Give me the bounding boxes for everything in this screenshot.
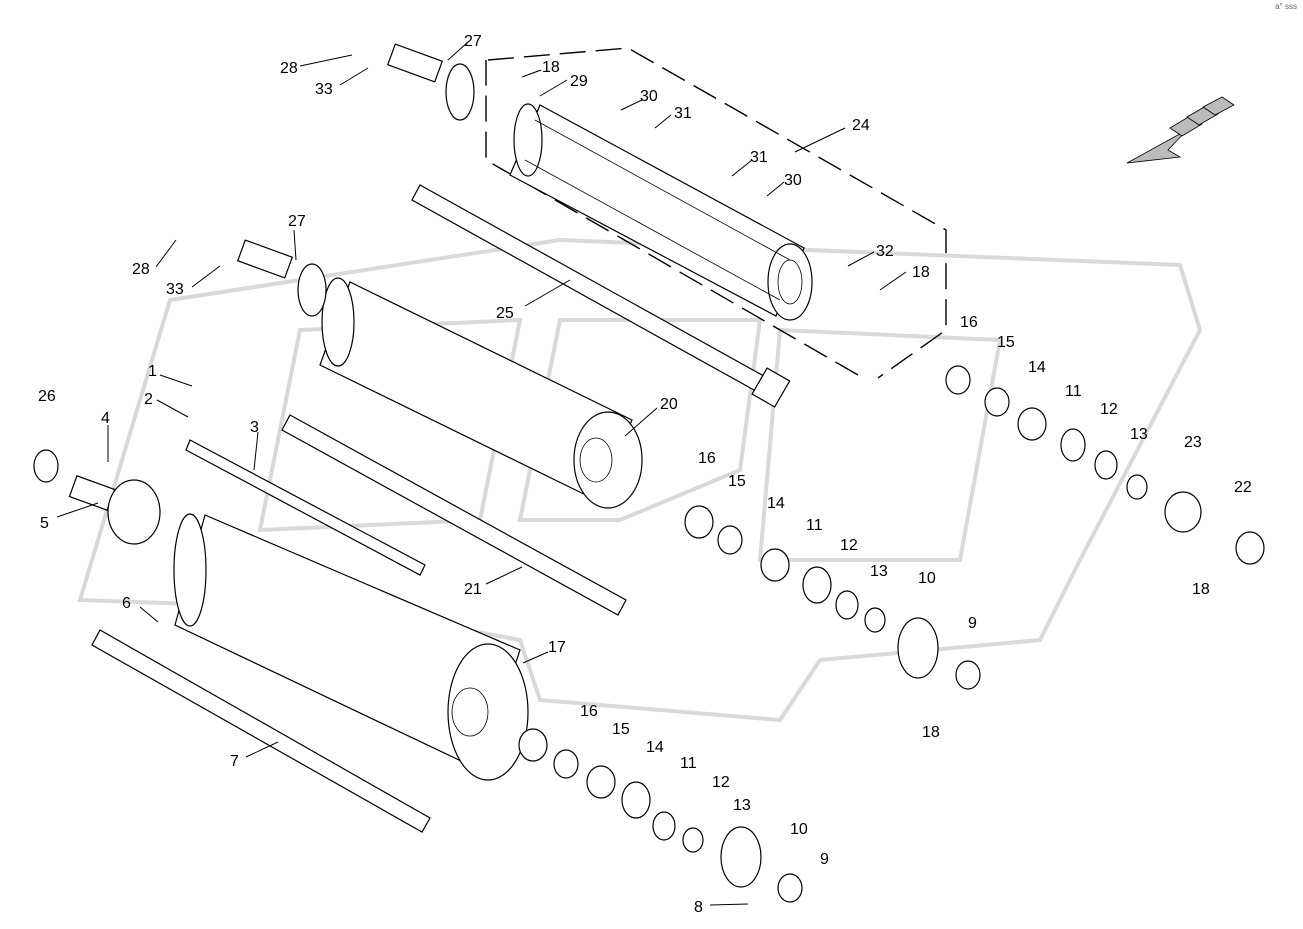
callout-13-middle: 13 [870,563,888,580]
bearing-stack-middle [684,505,981,690]
callout-32: 32 [876,243,894,260]
callout-30-mid: 30 [784,172,802,189]
callout-5: 5 [40,515,49,532]
callout-12-middle: 12 [840,537,858,554]
callout-16-upper: 16 [960,314,978,331]
callout-6: 6 [122,595,131,612]
callout-11-upper: 11 [1065,383,1082,400]
callout-7: 7 [230,753,239,770]
roller-top [509,103,813,321]
callout-12-lower: 12 [712,774,730,791]
shaft-21 [281,414,627,616]
callout-14-upper: 14 [1028,359,1046,376]
callout-10-middle: 10 [918,570,936,587]
callout-13-upper: 13 [1130,426,1148,443]
callout-31-top: 31 [674,105,692,122]
stub-shaft-27-top [386,43,475,121]
callout-21: 21 [464,581,482,598]
callout-12-upper: 12 [1100,401,1118,418]
shaft-25 [411,184,791,408]
callout-31-mid: 31 [750,149,768,166]
callout-10-lower: 10 [790,821,808,838]
callout-15-lower: 15 [612,721,630,738]
callout-17: 17 [548,639,566,656]
callout-14-lower: 14 [646,739,664,756]
callout-28-mid: 28 [132,261,150,278]
roller-bottom [173,513,529,781]
roller-middle [319,277,643,509]
bearing-stack-top [945,365,1265,565]
callout-1: 1 [148,363,157,380]
shaft-7 [91,629,431,833]
callout-20: 20 [660,396,678,413]
callout-28-top: 28 [280,60,298,77]
callout-30-top: 30 [640,88,658,105]
callout-14-middle: 14 [767,495,785,512]
callout-18-upper: 18 [912,264,930,281]
bearing-stack-bottom [518,728,803,903]
callout-16-middle: 16 [698,450,716,467]
stub-shaft-5 [33,449,161,545]
callout-3: 3 [250,419,259,436]
callout-18-right: 18 [1192,581,1210,598]
callout-26: 26 [38,388,56,405]
callout-18-middle: 18 [922,724,940,741]
callout-9-middle: 9 [968,615,977,632]
callout-15-middle: 15 [728,473,746,490]
callout-15-upper: 15 [997,334,1015,351]
callout-33-mid: 33 [166,281,184,298]
callout-13-lower: 13 [733,797,751,814]
knife-3 [185,439,426,576]
callout-9-lower: 9 [820,851,829,868]
callout-8: 8 [694,899,703,916]
callout-leaders [56,41,907,906]
callout-4: 4 [101,410,110,427]
callout-22: 22 [1234,479,1252,496]
direction-arrow-icon [1126,96,1235,164]
callout-11-lower: 11 [680,755,697,772]
stub-shaft-27-mid [236,239,327,317]
callout-18-top: 18 [542,59,560,76]
callout-numbers: 28 33 27 18 29 30 31 24 31 30 32 18 27 2… [38,33,1252,916]
callout-33-top: 33 [315,81,333,98]
callout-27-top: 27 [464,33,482,50]
assembly-boundary [485,47,947,379]
callout-11-middle: 11 [806,517,823,534]
callout-27-mid: 27 [288,213,306,230]
callout-29: 29 [570,73,588,90]
corner-mark: a° sss [1275,2,1297,11]
callout-25: 25 [496,305,514,322]
callout-2: 2 [144,391,153,408]
callout-24: 24 [852,117,870,134]
callout-23: 23 [1184,434,1202,451]
callout-16-lower: 16 [580,703,598,720]
